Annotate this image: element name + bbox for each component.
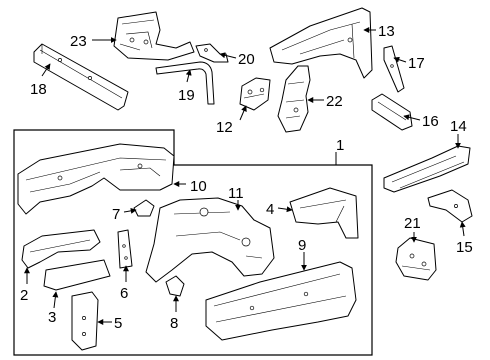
part-3-plate xyxy=(43,259,111,291)
part-7-bracket xyxy=(133,199,155,217)
callout-13: 13 xyxy=(378,23,395,40)
part-11-housing xyxy=(145,197,275,283)
part-19-tube xyxy=(155,61,215,105)
assembly-frame xyxy=(13,129,373,356)
part-15-bracket xyxy=(427,189,473,223)
callout-15: 15 xyxy=(456,239,473,256)
part-5-bracket xyxy=(71,291,99,351)
part-18-rail xyxy=(33,43,129,111)
part-17-strip xyxy=(383,45,405,93)
callout-21: 21 xyxy=(404,215,421,232)
callout-23: 23 xyxy=(70,33,87,50)
part-16-bracket xyxy=(371,93,413,131)
part-22-bracket xyxy=(277,65,311,133)
callout-22: 22 xyxy=(326,93,343,110)
callout-1: 1 xyxy=(336,137,344,154)
leaders xyxy=(24,27,466,325)
callout-17: 17 xyxy=(408,55,425,72)
callout-7: 7 xyxy=(112,206,120,223)
callout-2: 2 xyxy=(20,287,28,304)
part-2-bracket xyxy=(21,229,101,269)
part-6-strip xyxy=(117,229,133,269)
callout-11: 11 xyxy=(228,185,244,202)
part-9-long-member xyxy=(205,261,357,341)
callout-18: 18 xyxy=(30,81,47,98)
part-21-plate xyxy=(395,237,437,281)
part-4-shell xyxy=(289,187,359,239)
callout-20: 20 xyxy=(238,51,255,68)
part-8-clip xyxy=(165,275,185,297)
callout-4: 4 xyxy=(266,201,274,218)
part-10-side-member xyxy=(17,143,175,215)
callout-10: 10 xyxy=(190,178,207,195)
callout-labels: 1 2 3 4 5 6 7 8 9 10 11 12 13 14 15 16 1… xyxy=(20,23,473,332)
callout-3: 3 xyxy=(48,309,56,326)
part-14-member xyxy=(383,145,471,193)
callout-19: 19 xyxy=(178,87,195,104)
callout-14: 14 xyxy=(450,118,467,135)
callout-16: 16 xyxy=(422,113,439,130)
callout-5: 5 xyxy=(114,315,122,332)
callout-12: 12 xyxy=(216,119,233,136)
part-20-bracket xyxy=(195,43,229,63)
part-23-bracket xyxy=(113,11,195,61)
callout-9: 9 xyxy=(298,237,306,254)
part-13-apron xyxy=(269,7,373,79)
callout-8: 8 xyxy=(170,315,178,332)
part-12-plate xyxy=(239,77,271,111)
callout-6: 6 xyxy=(120,285,128,302)
